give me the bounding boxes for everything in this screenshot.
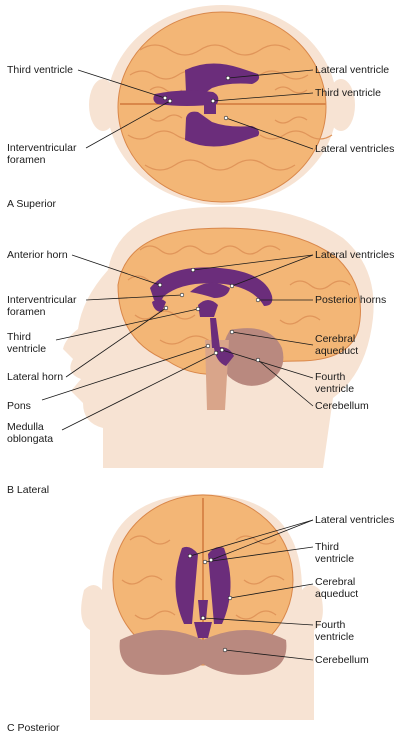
- label-medulla-oblongata: Medulla oblongata: [7, 421, 54, 445]
- label-lateral-ventricles-superior: Lateral ventricles: [315, 143, 395, 155]
- label-lateral-ventricle-superior: Lateral ventricle: [315, 64, 390, 76]
- label-lateral-ventricles-lateral: Lateral ventricles: [315, 249, 395, 261]
- brain-lateral: [117, 227, 361, 375]
- label-lateral-ventricles-posterior: Lateral ventricles: [315, 514, 395, 526]
- caption-lateral: B Lateral: [7, 484, 50, 496]
- gyri-lateral: [127, 245, 351, 345]
- cerebellum-lateral: [222, 328, 284, 386]
- label-third-ventricle-posterior: Third ventricle: [315, 541, 355, 565]
- caption-superior: A Superior: [7, 198, 57, 210]
- label-dots: [157, 75, 261, 653]
- label-cerebellum-lateral: Cerebellum: [315, 400, 369, 412]
- label-interventricular-foramen-superior: Interventricular foramen: [7, 142, 77, 166]
- lateral-view-illustration: [63, 206, 374, 468]
- label-lateral-horn: Lateral horn: [7, 371, 64, 383]
- label-cerebral-aqueduct-posterior: Cerebral aqueduct: [315, 576, 359, 600]
- ventricles-posterior: [175, 546, 231, 638]
- label-cerebral-aqueduct-lateral: Cerebral aqueduct: [315, 333, 359, 357]
- cerebellum-posterior: [119, 630, 287, 675]
- superior-view-illustration: [89, 5, 355, 205]
- ear-right: [327, 79, 355, 131]
- label-third-ventricle-superior-right: Third ventricle: [315, 87, 381, 99]
- label-interventricular-foramen-lateral: Interventricular foramen: [7, 294, 77, 318]
- posterior-view-illustration: [81, 494, 323, 720]
- brain-superior: [117, 11, 327, 203]
- label-pons: Pons: [7, 400, 31, 412]
- label-third-ventricle-lateral: Third ventricle: [7, 331, 47, 355]
- caption-posterior: C Posterior: [7, 722, 60, 734]
- label-fourth-ventricle-posterior: Fourth ventricle: [315, 619, 355, 643]
- label-fourth-ventricle-lateral: Fourth ventricle: [315, 371, 355, 395]
- ear-left: [89, 79, 117, 131]
- gyri-posterior: [121, 535, 285, 620]
- label-anterior-horn: Anterior horn: [7, 249, 68, 261]
- label-posterior-horns: Posterior horns: [315, 294, 387, 306]
- label-third-ventricle-superior-left: Third ventricle: [7, 64, 73, 76]
- leader-lines: [41, 69, 314, 661]
- label-cerebellum-posterior: Cerebellum: [315, 654, 369, 666]
